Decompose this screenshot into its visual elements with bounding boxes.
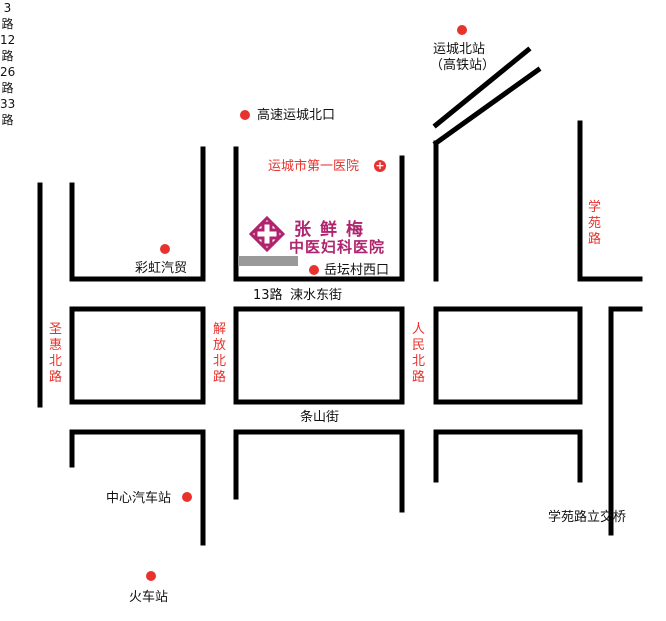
bus-route-label: 3路 bbox=[1, 1, 14, 31]
yuetan-label: 岳坛村西口 bbox=[324, 263, 390, 278]
bus-route-label: 33路 bbox=[0, 97, 16, 127]
railway-line-1 bbox=[432, 46, 532, 129]
first-hospital-label: 运城市第一医院 bbox=[268, 159, 360, 174]
marker-dot bbox=[146, 571, 156, 581]
block-row2-b bbox=[233, 306, 405, 405]
caihong-label: 彩虹汽贸 bbox=[135, 261, 188, 276]
marker-dot bbox=[309, 265, 319, 275]
station-label: 运城北站 bbox=[433, 42, 486, 57]
bus-route-label: 13路 bbox=[253, 288, 283, 303]
block-row3-c bbox=[433, 429, 583, 483]
hospital-logo-icon bbox=[249, 216, 285, 252]
bus-route-label: 12路 bbox=[0, 33, 16, 63]
block-east-top bbox=[577, 120, 643, 282]
road-label-shenghui: 圣惠北路 bbox=[48, 322, 62, 385]
hospital-cross-icon: + bbox=[374, 159, 386, 172]
road-label-xueyuan: 学苑路 bbox=[587, 200, 601, 247]
block-hospital bbox=[233, 146, 405, 282]
railway-line-2 bbox=[432, 66, 542, 147]
highway-exit-label: 高速运城北口 bbox=[257, 108, 336, 123]
interchange-label: 学苑路立交桥 bbox=[548, 510, 627, 525]
road-label-tiaoshan: 条山街 bbox=[300, 410, 340, 425]
hospital-name-line2: 中医妇科医院 bbox=[289, 238, 386, 256]
marker-dot bbox=[240, 110, 250, 120]
central-bus-station-label: 中心汽车站 bbox=[106, 491, 172, 506]
block-row2-a bbox=[69, 306, 206, 405]
block-row3-b bbox=[233, 429, 405, 513]
bus-route-label: 26路 bbox=[0, 65, 16, 95]
railway-station-label: 火车站 bbox=[129, 590, 169, 605]
block-caihong bbox=[69, 146, 206, 282]
road-label-lishui: 涑水东街 bbox=[290, 288, 343, 303]
road-label-renmin: 人民北路 bbox=[411, 322, 425, 385]
block-east-mid bbox=[608, 306, 643, 536]
block-row3-a bbox=[69, 429, 206, 546]
block-row2-c bbox=[433, 306, 583, 405]
hospital-building bbox=[238, 256, 298, 266]
marker-dot bbox=[182, 492, 192, 502]
marker-dot bbox=[457, 25, 467, 35]
station-sublabel: （高铁站） bbox=[430, 58, 496, 73]
hospital-name-line1: 张鲜梅 bbox=[294, 220, 372, 240]
marker-dot bbox=[160, 244, 170, 254]
road-label-jiefang: 解放北路 bbox=[212, 322, 226, 385]
